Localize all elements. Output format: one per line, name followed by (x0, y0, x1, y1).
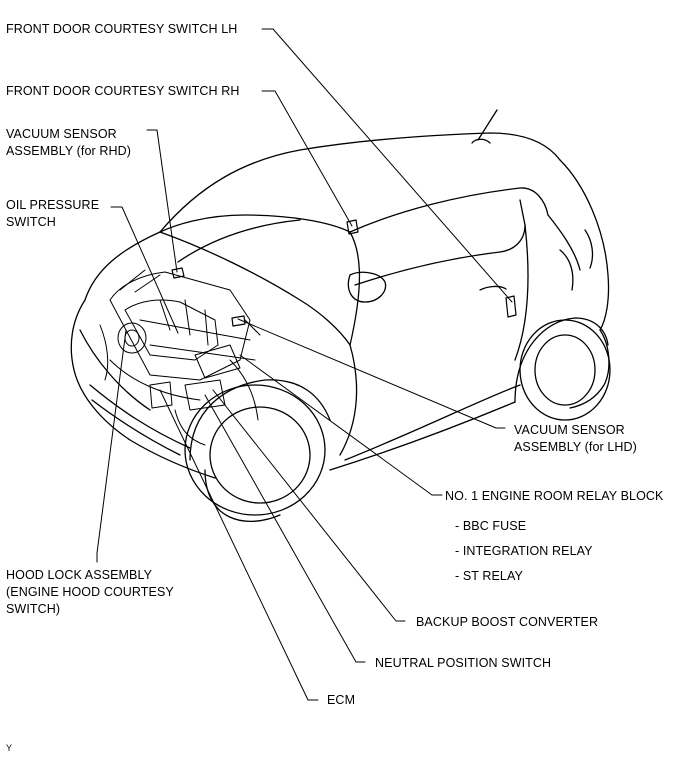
label-oil-pressure-switch-line-1: OIL PRESSURE (6, 198, 100, 212)
relay-block-item: - INTEGRATION RELAY (455, 544, 593, 558)
leader-lines (96, 28, 513, 701)
label-neutral-position-switch: NEUTRAL POSITION SWITCH (375, 656, 552, 670)
relay-block-item-list: - BBC FUSE - INTEGRATION RELAY - ST RELA… (455, 514, 593, 589)
label-vacuum-sensor-lhd-line-1: VACUUM SENSOR (514, 423, 625, 437)
label-hood-lock-assembly: HOOD LOCK ASSEMBLY (ENGINE HOOD COURTESY… (6, 567, 174, 618)
label-front-door-courtesy-switch-rh: FRONT DOOR COURTESY SWITCH RH (6, 84, 240, 98)
relay-block-item: - BBC FUSE (455, 519, 527, 533)
label-ecm: ECM (327, 693, 356, 707)
car-body-outline (70, 109, 611, 522)
label-vacuum-sensor-lhd: VACUUM SENSOR ASSEMBLY (for LHD) (514, 422, 637, 456)
relay-block-item: - ST RELAY (455, 569, 523, 583)
label-oil-pressure-switch-line-2: SWITCH (6, 215, 56, 229)
label-oil-pressure-switch: OIL PRESSURE SWITCH (6, 197, 99, 231)
label-hood-lock-assembly-line-2: (ENGINE HOOD COURTESY (6, 585, 174, 599)
label-vacuum-sensor-rhd-line-2: ASSEMBLY (for RHD) (6, 144, 131, 158)
label-no1-engine-room-relay-block: NO. 1 ENGINE ROOM RELAY BLOCK (445, 489, 664, 503)
label-hood-lock-assembly-line-3: SWITCH) (6, 602, 61, 616)
label-hood-lock-assembly-line-1: HOOD LOCK ASSEMBLY (6, 568, 153, 582)
figure-mark: Y (6, 743, 13, 753)
component-marks (171, 219, 517, 327)
label-backup-boost-converter: BACKUP BOOST CONVERTER (416, 615, 599, 629)
label-front-door-courtesy-switch-lh: FRONT DOOR COURTESY SWITCH LH (6, 22, 238, 36)
label-vacuum-sensor-rhd: VACUUM SENSOR ASSEMBLY (for RHD) (6, 126, 131, 160)
label-vacuum-sensor-lhd-line-2: ASSEMBLY (for LHD) (514, 440, 637, 454)
label-vacuum-sensor-rhd-line-1: VACUUM SENSOR (6, 127, 117, 141)
